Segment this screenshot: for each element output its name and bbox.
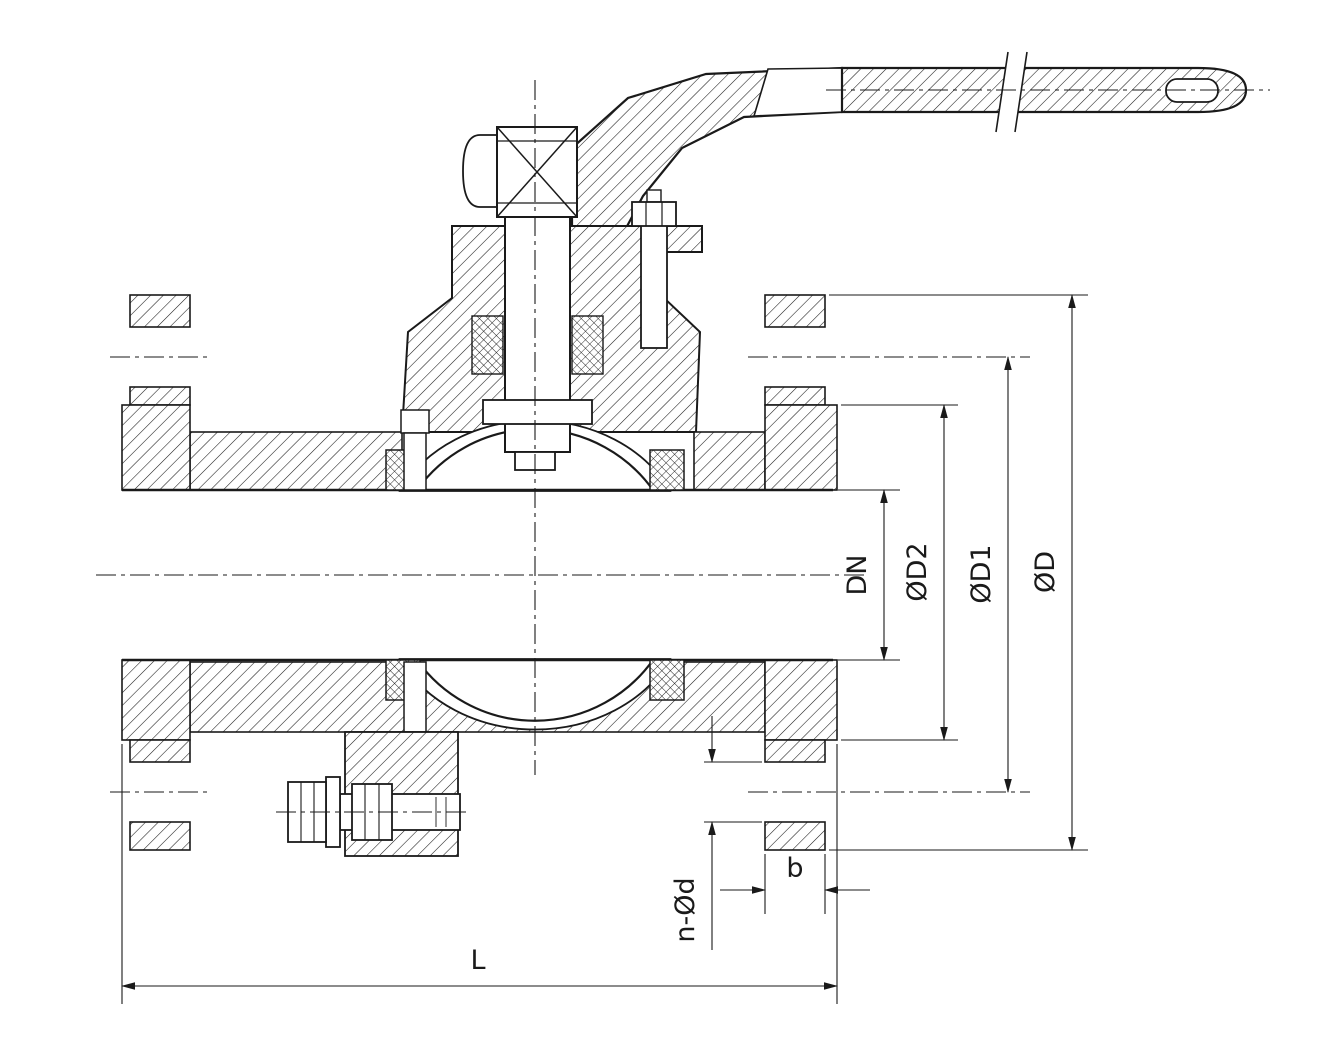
upper-wall-left xyxy=(189,431,403,491)
flange-section xyxy=(129,294,191,328)
joint-band-lower xyxy=(403,661,427,733)
centerlines xyxy=(96,80,1270,813)
dimension-annotations: DN ØD2 ØD1 ØD b n-Ød L xyxy=(121,294,1088,1004)
dim-label-dn: DN xyxy=(842,555,873,596)
flange-section xyxy=(764,821,826,851)
flange-section xyxy=(764,404,838,491)
flange-section xyxy=(129,739,191,763)
dim-label-l: L xyxy=(470,945,485,976)
packing-left xyxy=(471,315,504,375)
dim-label-d1: ØD1 xyxy=(966,544,997,603)
joint-cap-top xyxy=(400,409,430,434)
seat-ring xyxy=(649,449,685,491)
dim-label-d: ØD xyxy=(1030,551,1061,593)
dim-label-d2: ØD2 xyxy=(902,542,933,601)
body-bolt-assembly xyxy=(287,731,461,857)
seat-ring xyxy=(649,659,685,701)
stem-nut-assembly xyxy=(462,126,578,218)
gland-bolt-stub xyxy=(646,189,662,203)
flange-section xyxy=(121,404,191,491)
dim-label-nd: n-Ød xyxy=(670,877,701,942)
handle-assembly xyxy=(570,51,1248,234)
dim-label-b: b xyxy=(786,853,803,884)
gland-nut xyxy=(631,201,677,227)
flange-section xyxy=(764,294,826,328)
upper-wall-right xyxy=(693,431,766,491)
stem-nut-cap xyxy=(462,134,498,208)
joint-band-upper xyxy=(403,432,427,491)
gland-bolt xyxy=(640,211,668,349)
handle-transition xyxy=(752,67,843,117)
flange-section xyxy=(129,386,191,406)
flange-section xyxy=(121,659,191,741)
stem-assembly xyxy=(471,189,677,471)
stem-collar xyxy=(482,399,593,425)
handle-break-line xyxy=(1014,51,1028,133)
flange-section xyxy=(764,739,826,763)
flange-section xyxy=(764,386,826,406)
stem-nut-cross xyxy=(496,126,578,218)
flange-section xyxy=(129,821,191,851)
flange-section xyxy=(764,659,838,741)
packing-right xyxy=(571,315,604,375)
handle-break-line xyxy=(995,51,1009,133)
handle-break-gap xyxy=(996,52,1027,132)
